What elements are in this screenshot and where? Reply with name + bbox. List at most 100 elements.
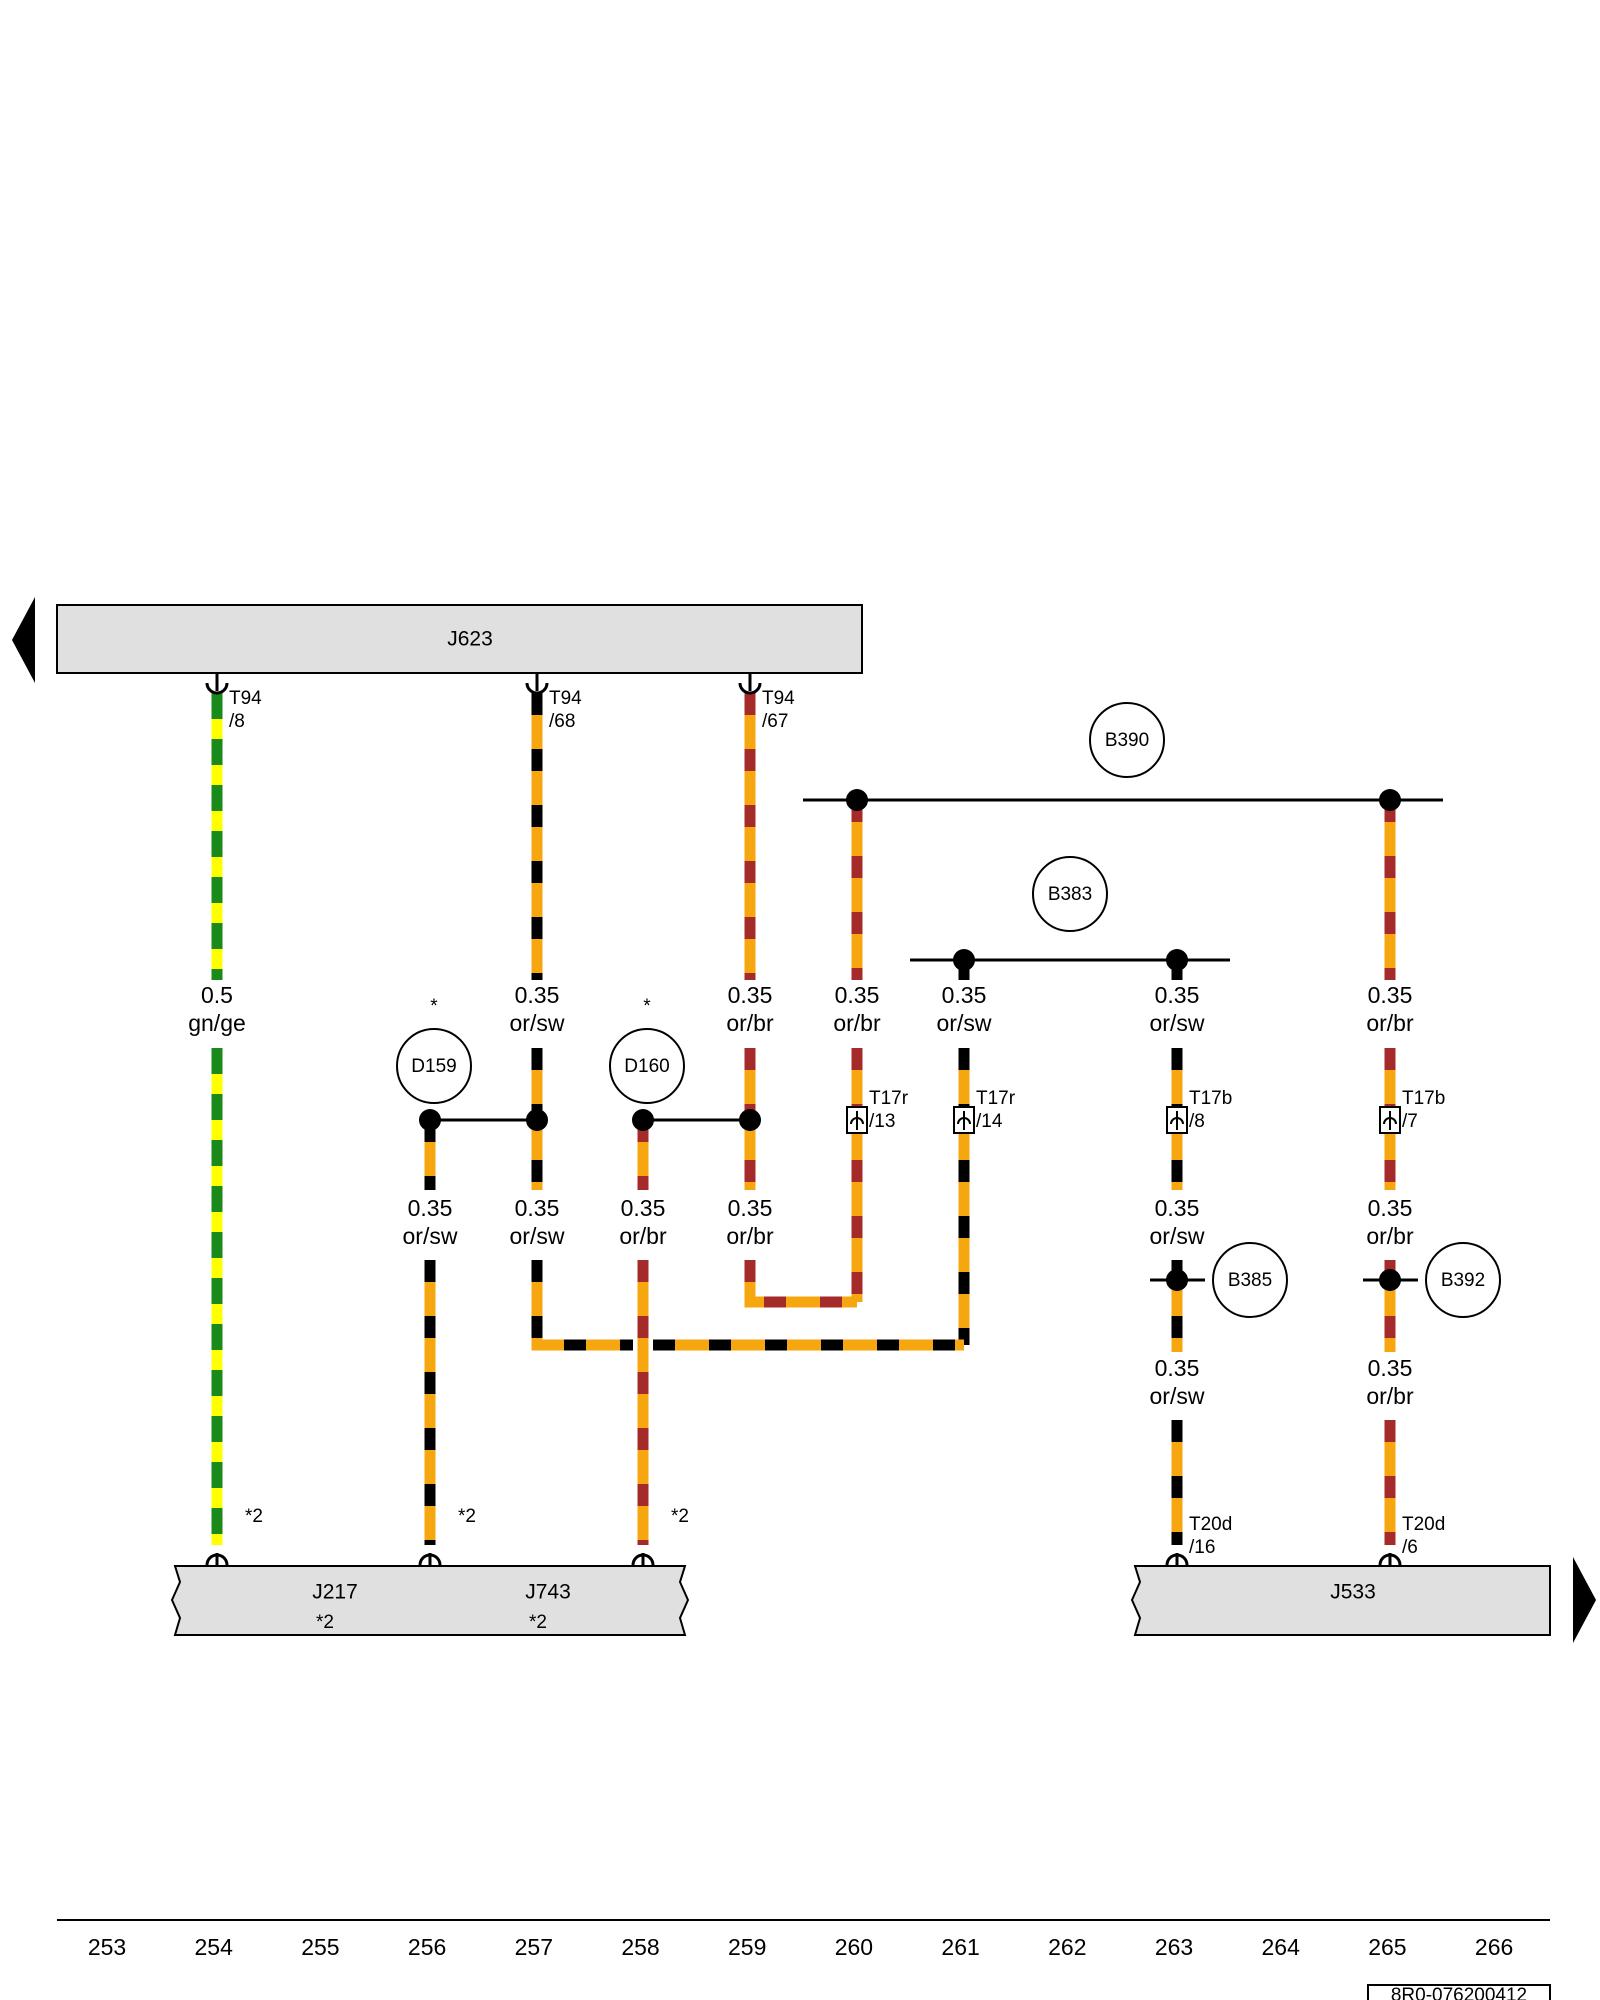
- junction-b385[interactable]: B385: [1212, 1242, 1288, 1318]
- connector-socket-icon: [418, 1553, 442, 1566]
- wire-259-260-loop[interactable]: [744, 1260, 857, 1308]
- component-j533[interactable]: J533: [1130, 1565, 1551, 1636]
- wire-263a-size: 0.35: [1155, 982, 1200, 1008]
- wire-265a-color: or/br: [1366, 1010, 1414, 1036]
- wire-256-color: or/sw: [403, 1223, 458, 1249]
- grid-label-263: 263: [1155, 1934, 1193, 1960]
- t20d-16-pin: /16: [1189, 1537, 1215, 1558]
- grid-label-262: 262: [1048, 1934, 1086, 1960]
- j743-label: J743: [525, 1581, 571, 1604]
- wire-259a-color: or/br: [726, 1010, 774, 1036]
- connector-pin-icon: [738, 673, 762, 695]
- grid-label-258: 258: [621, 1934, 659, 1960]
- wire-265c-color: or/br: [1366, 1383, 1414, 1409]
- component-j623[interactable]: J623: [56, 604, 863, 674]
- d159-label: D159: [411, 1056, 456, 1077]
- wire-258-color: or/br: [619, 1223, 667, 1249]
- dot-d160-right: [739, 1109, 761, 1131]
- wire-263c-size: 0.35: [1155, 1355, 1200, 1381]
- wire-257a-color: or/sw: [510, 1010, 565, 1036]
- connector-socket-icon: [631, 1553, 655, 1566]
- wire-261-size: 0.35: [942, 982, 987, 1008]
- wire-260-size: 0.35: [835, 982, 880, 1008]
- j743-note: *2: [529, 1612, 547, 1633]
- continue-left-arrow[interactable]: [12, 597, 35, 683]
- connector-socket-icon: [1378, 1553, 1402, 1566]
- b392-label: B392: [1441, 1270, 1485, 1291]
- wire-257b-color: or/sw: [510, 1223, 565, 1249]
- wire-256-size: 0.35: [408, 1195, 453, 1221]
- component-j217-j743[interactable]: J217 *2 J743 *2: [170, 1565, 690, 1636]
- continue-right-arrow[interactable]: [1573, 1557, 1596, 1643]
- grid-label-253: 253: [88, 1934, 126, 1960]
- t17b-8-name: T17b: [1189, 1088, 1232, 1109]
- wire-257-261-loop[interactable]: [531, 1260, 964, 1351]
- junction-dots: [419, 789, 1401, 1291]
- notes: * * *2 *2 *2: [245, 996, 689, 1527]
- t94-68-name: T94: [549, 688, 582, 709]
- t20d-6-pin: /6: [1402, 1537, 1418, 1558]
- b385-label: B385: [1228, 1270, 1272, 1291]
- connector-symbols-bottom: [205, 1553, 1402, 1566]
- junction-b383[interactable]: B383: [1032, 856, 1108, 932]
- t17b-7-pin: /7: [1402, 1111, 1418, 1132]
- dot-d159-right: [526, 1109, 548, 1131]
- dot-b385: [1166, 1269, 1188, 1291]
- connector-symbols-top: [205, 673, 762, 695]
- wire-261-color: or/sw: [937, 1010, 992, 1036]
- dot-b383-left: [953, 949, 975, 971]
- t94-68-pin: /68: [549, 711, 575, 732]
- wire-263b-color: or/sw: [1150, 1223, 1205, 1249]
- bus-lines: [430, 798, 1443, 1282]
- b390-label: B390: [1105, 730, 1149, 751]
- junction-b392[interactable]: B392: [1425, 1242, 1501, 1318]
- wire-257a-size: 0.35: [515, 982, 560, 1008]
- inline-connectors: [846, 1106, 1401, 1134]
- wire-259b-color: or/br: [726, 1223, 774, 1249]
- wire-259b-size: 0.35: [728, 1195, 773, 1221]
- note-254: *2: [245, 1506, 263, 1527]
- d160-label: D160: [624, 1056, 669, 1077]
- wire-labels: 0.5 gn/ge 0.35 or/sw 0.35 or/br 0.35 or/…: [188, 982, 1414, 1409]
- dot-d159-left: [419, 1109, 441, 1131]
- connector-pin-icon: [525, 673, 549, 695]
- dot-b390-right: [1379, 789, 1401, 811]
- connector-pin-icon: [205, 673, 229, 695]
- t17r-14-pin: /14: [976, 1111, 1003, 1132]
- inline-connector-icon: [846, 1106, 868, 1134]
- t20d-6-name: T20d: [1402, 1514, 1445, 1535]
- dot-b390-left: [846, 789, 868, 811]
- junction-b390[interactable]: B390: [1089, 702, 1165, 778]
- wire-258-size: 0.35: [621, 1195, 666, 1221]
- wire-265b-size: 0.35: [1368, 1195, 1413, 1221]
- t17r-13-pin: /13: [869, 1111, 895, 1132]
- t94-8-pin: /8: [229, 711, 245, 732]
- wires: [211, 693, 1396, 1545]
- note-258: *2: [671, 1506, 689, 1527]
- note-256: *2: [458, 1506, 476, 1527]
- t94-67-name: T94: [762, 688, 795, 709]
- j217-note: *2: [316, 1612, 334, 1633]
- b383-label: B383: [1048, 884, 1092, 905]
- document-id-text: 8R0-076200412: [1391, 1985, 1527, 2000]
- wire-265c-size: 0.35: [1368, 1355, 1413, 1381]
- junction-d160[interactable]: D160: [609, 1028, 685, 1104]
- j533-label: J533: [1330, 1581, 1376, 1604]
- inline-connector-icon: [953, 1106, 975, 1134]
- t20d-16-name: T20d: [1189, 1514, 1232, 1535]
- wire-265b-color: or/br: [1366, 1223, 1414, 1249]
- grid-label-260: 260: [835, 1934, 873, 1960]
- t17b-8-pin: /8: [1189, 1111, 1205, 1132]
- t17r-13-name: T17r: [869, 1088, 909, 1109]
- inline-connector-icon: [1166, 1106, 1188, 1134]
- dot-b383-right: [1166, 949, 1188, 971]
- j217-label: J217: [312, 1581, 358, 1604]
- junction-d159[interactable]: D159: [396, 1028, 472, 1104]
- grid-label-261: 261: [941, 1934, 979, 1960]
- grid-label-257: 257: [515, 1934, 553, 1960]
- note-star-d159: *: [430, 996, 438, 1017]
- grid-label-256: 256: [408, 1934, 446, 1960]
